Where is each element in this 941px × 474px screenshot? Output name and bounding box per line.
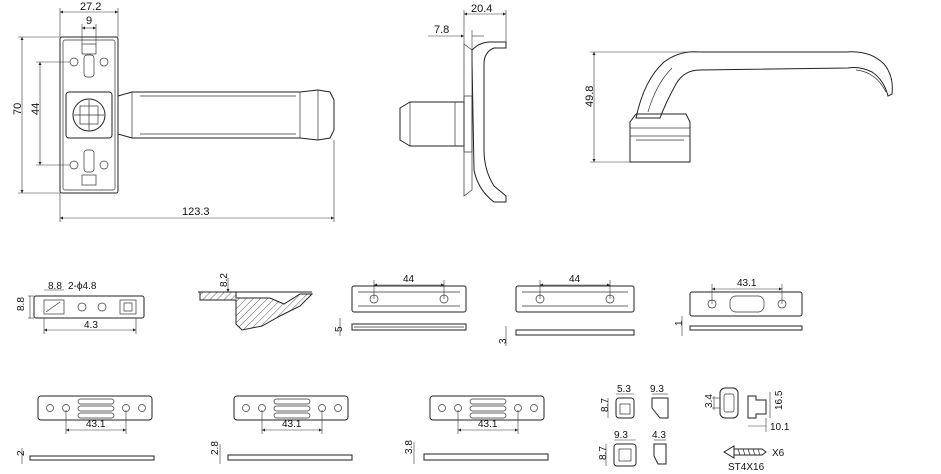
bracket-height-label: 16.5 <box>774 390 785 410</box>
shim-3 <box>413 395 549 464</box>
profile-section <box>198 278 314 331</box>
handle-elevation-view <box>590 51 893 163</box>
side-depth-label: 20.4 <box>471 3 492 15</box>
plate3-height-label: 1 <box>674 320 685 326</box>
side-offset-label: 7.8 <box>434 24 449 36</box>
clip-width-label: 8.8 <box>48 281 62 292</box>
shim1-height-label: 2 <box>16 450 27 456</box>
bracket-width-label: 10.1 <box>770 422 790 433</box>
handle-length-label: 123.3 <box>182 206 210 218</box>
clip-length-label: 4.3 <box>84 320 98 331</box>
cap-a-height-label: 8.7 <box>600 398 611 412</box>
clip-holes-label: 2-ϕ4.8 <box>68 281 97 292</box>
side-height-label: 49.8 <box>584 86 596 107</box>
front-width-label: 27.2 <box>80 1 101 13</box>
plate-1 <box>339 280 467 336</box>
cap-d <box>653 439 667 465</box>
shim-2 <box>219 395 353 464</box>
shim3-height-label: 3.8 <box>404 440 415 454</box>
cap-c-width-label: 9.3 <box>614 430 628 441</box>
shim-1 <box>21 395 155 464</box>
plate1-span-label: 44 <box>403 274 415 285</box>
shim2-span-label: 43.1 <box>282 419 302 430</box>
cap-c <box>605 439 637 467</box>
bracket-small-height-label: 3.4 <box>704 394 715 408</box>
cap-d-width-label: 4.3 <box>652 430 666 441</box>
cap-b-width-label: 9.3 <box>650 384 664 395</box>
plate1-height-label: 5 <box>334 326 345 332</box>
handle-front-view <box>18 8 335 222</box>
plate2-height-label: 3 <box>498 338 509 344</box>
profile-height-label: 8.2 <box>219 273 230 287</box>
cap-b <box>651 393 669 419</box>
screw-qty-label: X6 <box>772 448 785 459</box>
cap-a <box>607 393 635 419</box>
shim2-height-label: 2.8 <box>210 441 221 455</box>
handle-side-view <box>399 10 507 203</box>
plate2-span-label: 44 <box>569 274 581 285</box>
cap-c-height-label: 8.7 <box>598 446 609 460</box>
screw-spec-label: ST4X16 <box>728 462 765 473</box>
clip-thickness-label: 8.8 <box>16 297 27 311</box>
front-hole-span-label: 44 <box>30 103 42 115</box>
plate-3 <box>681 284 803 336</box>
plate-2 <box>505 280 635 346</box>
shim3-span-label: 43.1 <box>478 419 498 430</box>
front-slot-label: 9 <box>86 15 92 27</box>
bracket <box>712 387 771 432</box>
clip-part <box>28 289 145 334</box>
shim1-span-label: 43.1 <box>86 419 106 430</box>
cap-a-width-label: 5.3 <box>617 384 631 395</box>
plate3-span-label: 43.1 <box>737 278 757 289</box>
front-height-label: 70 <box>12 103 24 115</box>
screw-icon <box>723 445 767 459</box>
